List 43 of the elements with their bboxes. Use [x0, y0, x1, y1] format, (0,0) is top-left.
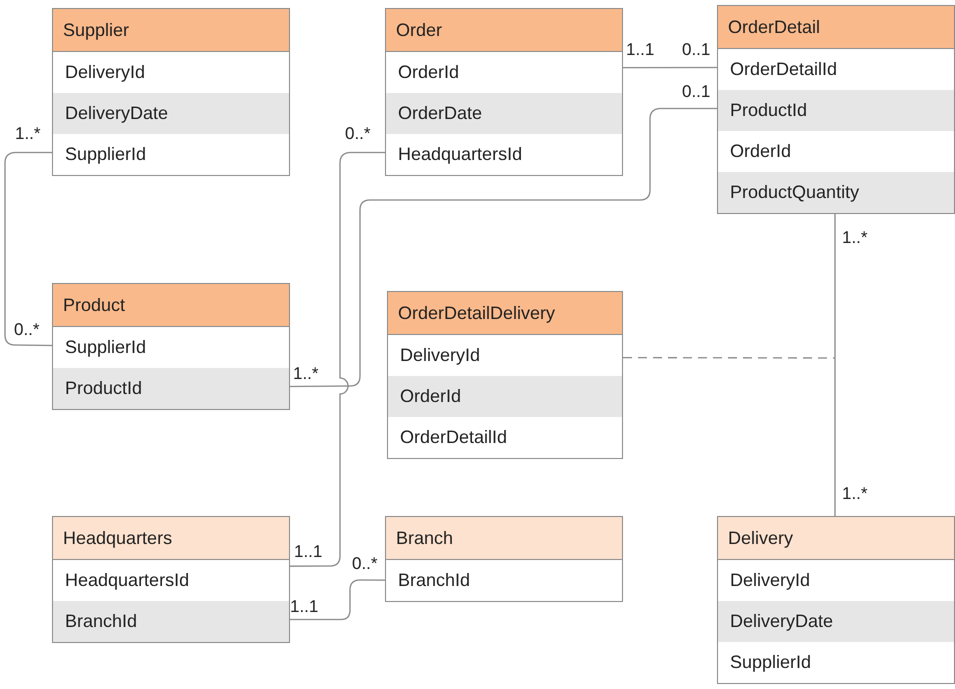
class-box — [385, 516, 623, 602]
class-name: Product — [53, 284, 289, 327]
association-line — [623, 66, 717, 68]
class-name: Headquarters — [53, 517, 289, 560]
attribute-row: OrderDate — [386, 93, 622, 134]
multiplicity-label: 1..* — [293, 364, 319, 384]
class-name: Delivery — [718, 517, 954, 560]
class-name: Supplier — [53, 9, 289, 52]
class-box — [52, 516, 290, 643]
multiplicity-label: 1..1 — [290, 597, 318, 617]
multiplicity-label: 1..* — [842, 228, 868, 248]
multiplicity-label: 0..1 — [682, 40, 710, 60]
multiplicity-label: 1..* — [842, 484, 868, 504]
class-name: OrderDetail — [718, 6, 954, 49]
multiplicity-label: 0..* — [14, 320, 40, 340]
attribute-row: ProductQuantity — [718, 172, 954, 213]
multiplicity-label: 0..1 — [682, 82, 710, 102]
class-box — [387, 291, 623, 459]
class-box — [385, 8, 623, 176]
multiplicity-label: 0..* — [345, 124, 371, 144]
class-name: OrderDetailDelivery — [388, 292, 622, 335]
attribute-row: DeliveryDate — [718, 601, 954, 642]
class-box — [52, 283, 290, 410]
multiplicity-label: 1..1 — [626, 40, 654, 60]
association-line — [290, 579, 385, 620]
class-name: Order — [386, 9, 622, 52]
attribute-row: ProductId — [53, 368, 289, 409]
association-line — [290, 152, 385, 567]
dashed-association-line — [623, 356, 835, 359]
class-box — [717, 5, 955, 214]
attribute-row: OrderId — [388, 376, 622, 417]
multiplicity-label: 0..* — [352, 554, 378, 574]
association-line — [290, 108, 717, 388]
attribute-row: DeliveryDate — [53, 93, 289, 134]
attribute-row: ProductId — [718, 90, 954, 131]
class-box — [717, 516, 955, 684]
class-name: Branch — [386, 517, 622, 560]
multiplicity-label: 1..* — [15, 124, 41, 144]
attribute-row: BranchId — [53, 601, 289, 642]
multiplicity-label: 1..1 — [294, 542, 322, 562]
association-line — [4, 152, 52, 346]
class-box — [52, 8, 290, 176]
association-line — [834, 213, 836, 516]
